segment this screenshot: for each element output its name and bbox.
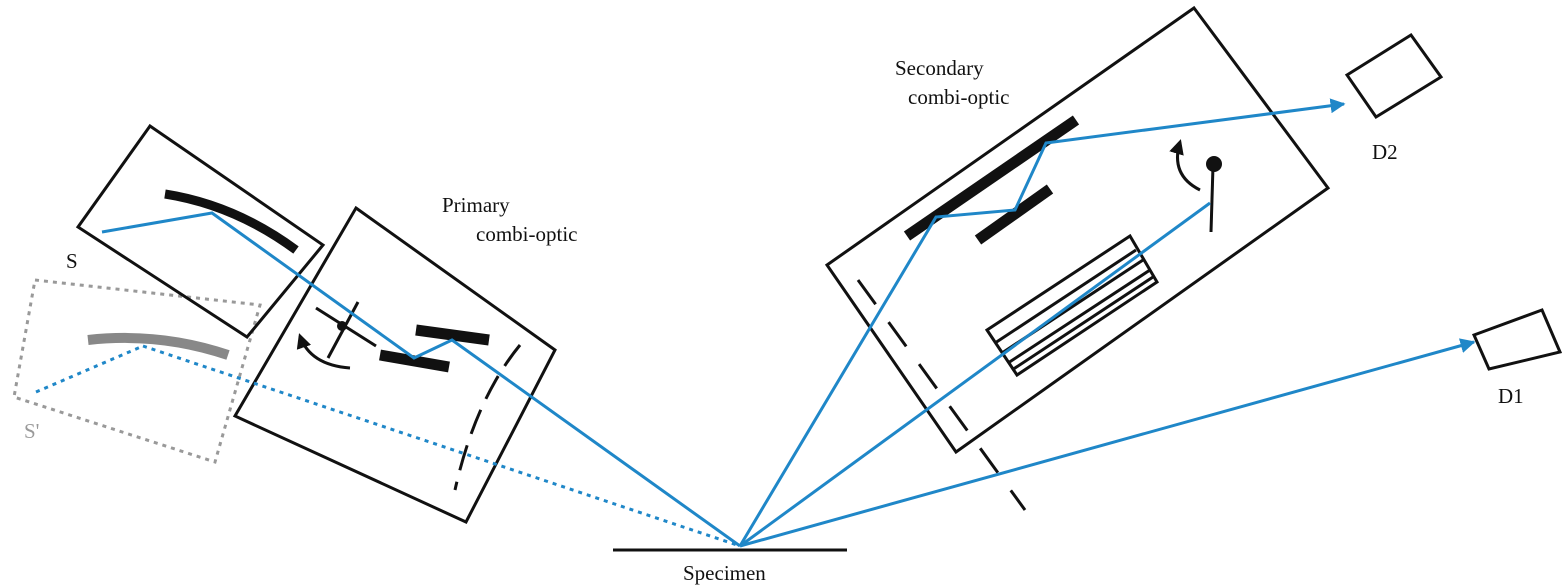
label-specimen: Specimen [683,561,766,585]
beam-source-to-mirror [101,211,741,548]
alt-source-group [12,278,262,464]
label-source: S [66,249,78,273]
beam-alt-to-specimen [142,344,741,548]
label-d2: D2 [1372,140,1398,164]
source-mirror [164,189,299,254]
detector-d2 [1344,32,1444,120]
square-detector-icon [1344,32,1444,120]
beam-specimen-to-d1 [739,338,1476,548]
square-detector-icon [1471,308,1563,371]
beam-specimen-to-collimator [739,201,1211,548]
secondary-mirror-long [903,115,1080,241]
label-secondary-line1: Secondary [895,56,984,80]
beam-paths [101,98,1476,548]
primary-optic-group [232,205,557,524]
alt-source-mirror [87,332,230,360]
curved-arrow-icon [1169,139,1201,192]
source-group [75,123,326,339]
secondary-slit-dashed [856,279,1027,511]
secondary-pivot-stick [1209,165,1215,233]
label-primary-line2: combi-optic [476,222,577,246]
beam-specimen-to-d2 [738,98,1346,547]
primary-optic-frame [232,205,557,524]
detector-d1 [1471,308,1563,371]
secondary-optic-group [824,5,1331,511]
primary-crystal-lower [379,349,450,373]
secondary-optic-frame [824,5,1331,455]
primary-crystal-upper [415,324,490,346]
primary-slit-dashed [453,344,522,491]
curved-arrow-icon [296,333,351,370]
label-primary-line1: Primary [442,193,510,217]
secondary-crystal-short [974,184,1054,245]
secondary-pivot-knob [1206,156,1222,172]
collimator-frame [984,233,1160,378]
label-secondary-line2: combi-optic [908,85,1009,109]
alt-beam-in [35,344,144,394]
label-d1: D1 [1498,384,1524,408]
source-frame [75,123,326,339]
alt-source-frame [12,278,262,464]
crosshair-pivot [337,321,347,331]
label-alt-source: S' [24,419,39,443]
